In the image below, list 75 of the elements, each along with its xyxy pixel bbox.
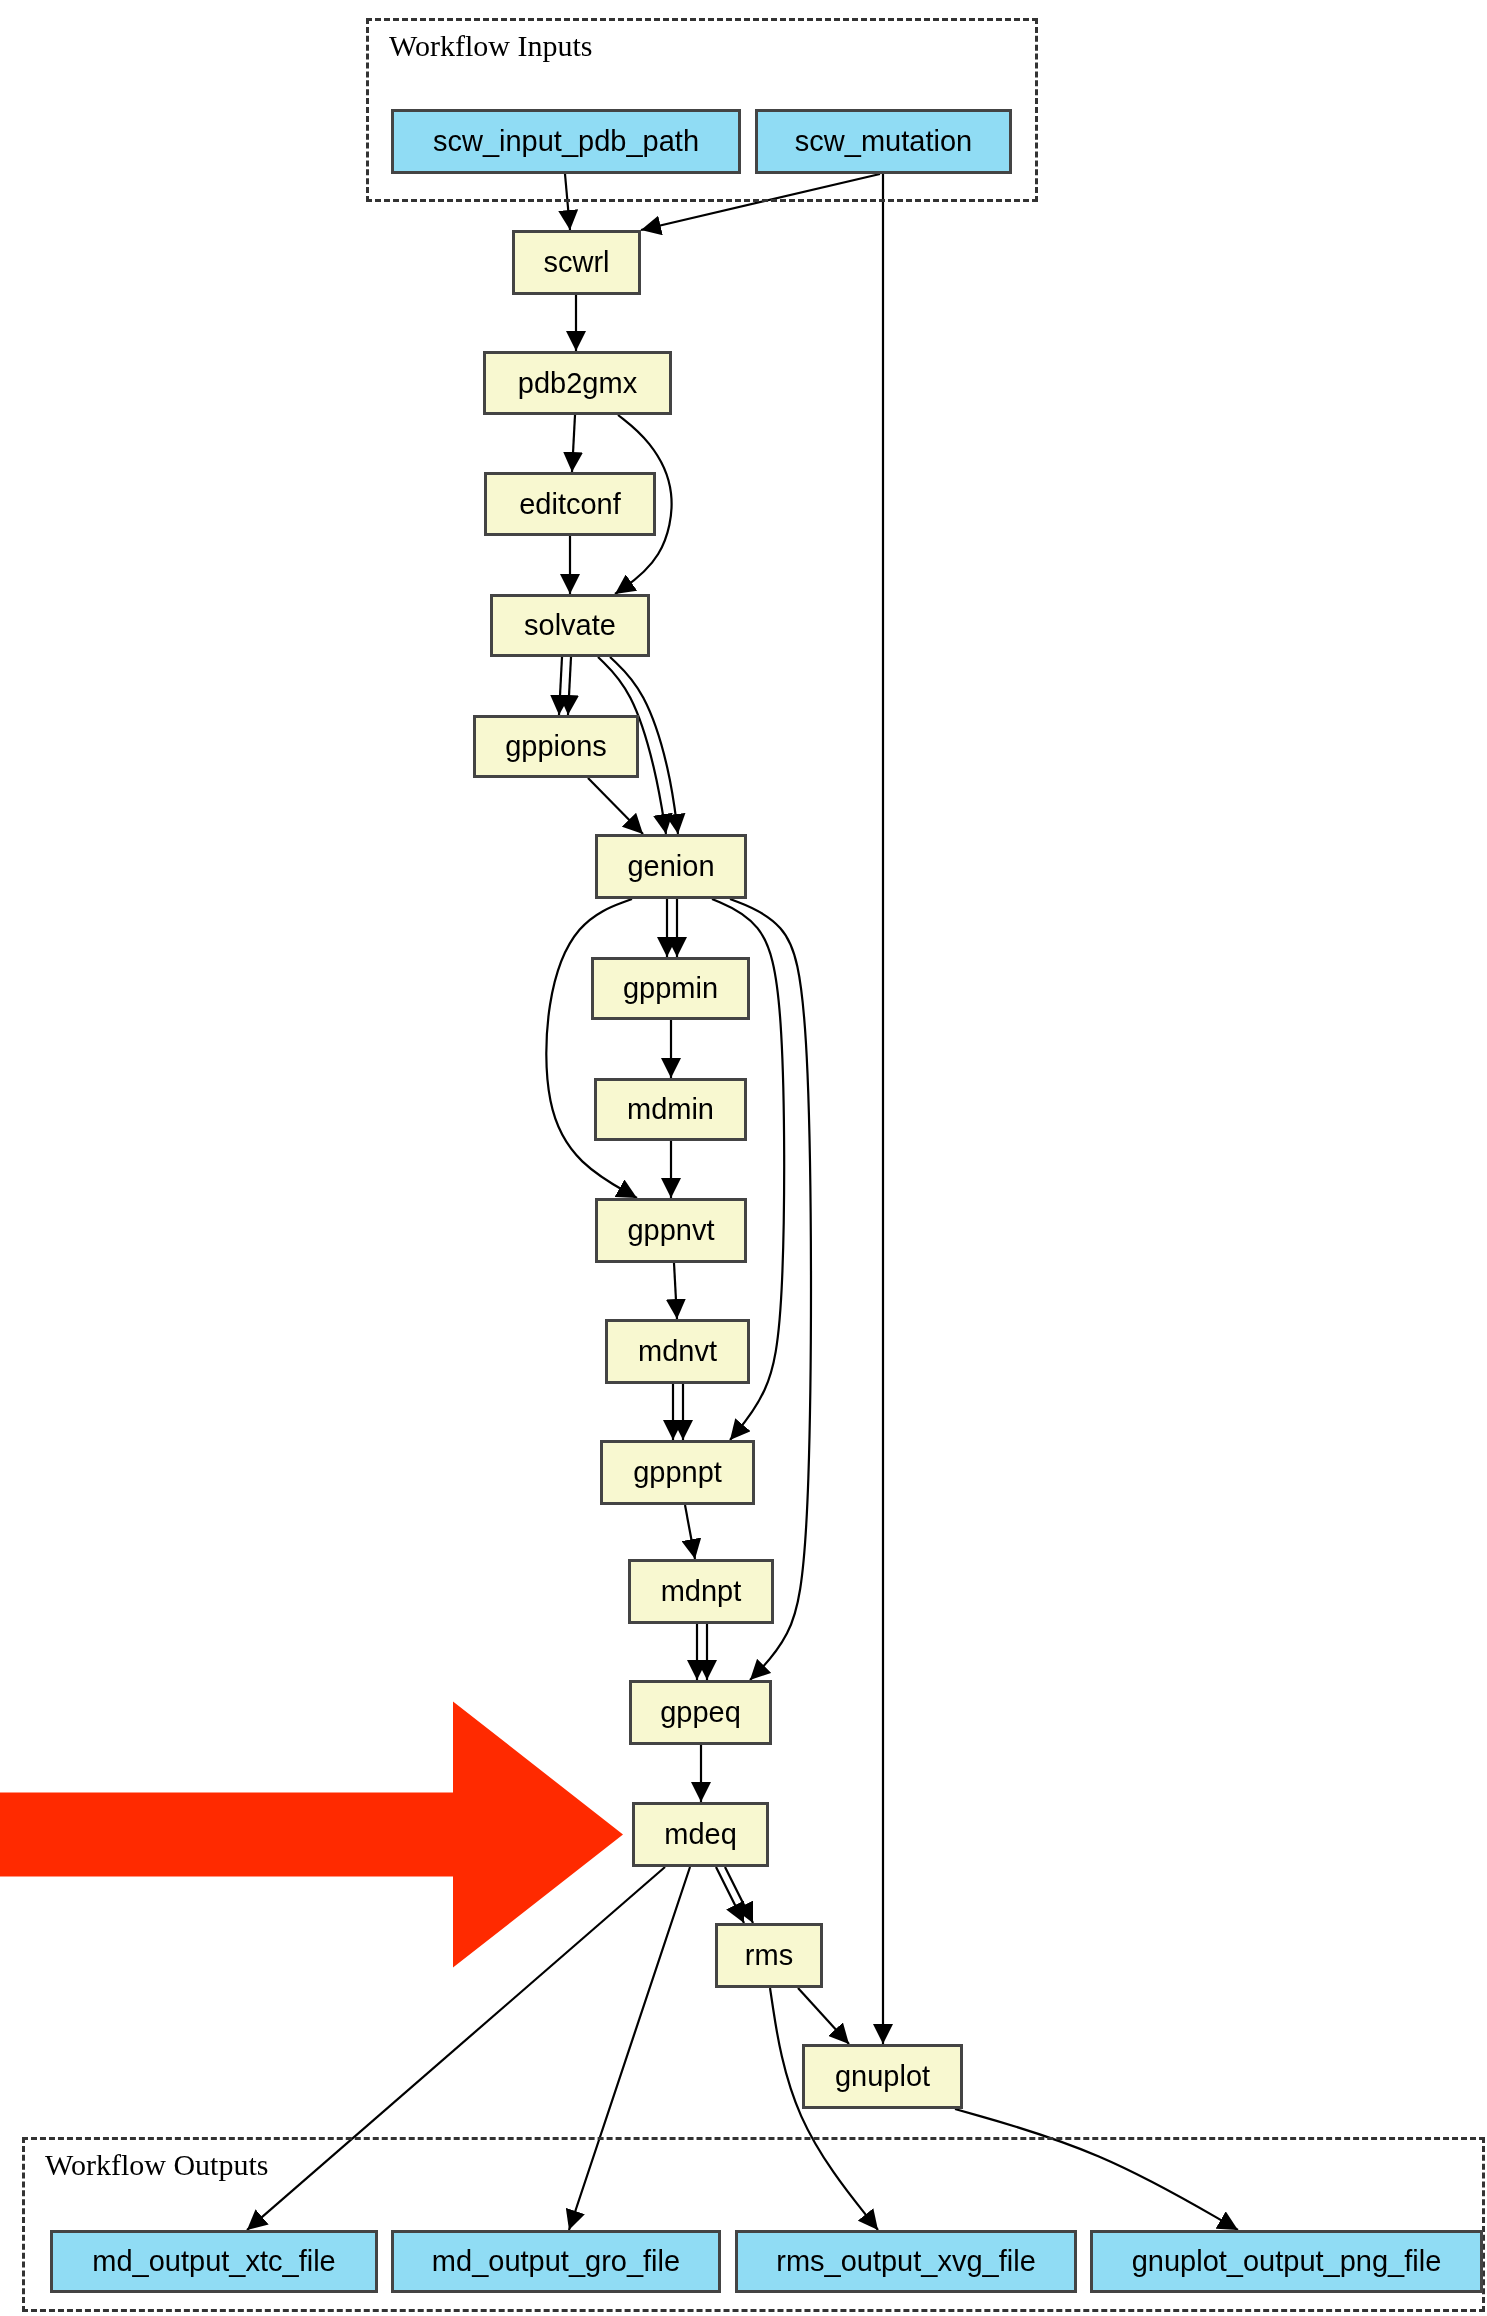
process-box (595, 834, 747, 899)
process-box (600, 1440, 755, 1505)
process-box (591, 957, 750, 1020)
arrow (691, 1745, 711, 1802)
node-label: md_output_xtc_file (92, 2245, 336, 2278)
process-box (605, 1319, 750, 1384)
node-label: scwrl (543, 246, 610, 279)
arrow (640, 172, 881, 236)
arrow (566, 295, 586, 351)
node-label: scw_mutation (794, 125, 973, 158)
data-port-box (755, 109, 1012, 174)
arrow (661, 1141, 681, 1198)
node-label: gppmin (622, 972, 719, 1005)
process-box (632, 1802, 769, 1867)
node-label: mdnvt (638, 1335, 717, 1368)
arrow (954, 2107, 1239, 2231)
node-label: genion (627, 850, 715, 883)
data-port-box (1090, 2230, 1483, 2293)
node-label: md_output_gro_file (431, 2245, 681, 2278)
process-box (512, 230, 641, 295)
process-box (715, 1923, 823, 1988)
arrow (587, 777, 644, 835)
node-label: pdb2gmx (517, 366, 638, 400)
node-label: rms (744, 1939, 794, 1972)
arrow (246, 1866, 666, 2231)
arrow (609, 656, 686, 835)
node-label: gppnpt (633, 1456, 722, 1489)
node-label: mdnpt (660, 1575, 742, 1608)
node-label: mdmin (627, 1093, 714, 1126)
arrow (681, 1504, 702, 1560)
arrow (797, 1987, 850, 2045)
arrow (560, 536, 580, 594)
node-label: gppions (505, 730, 607, 763)
arrow (715, 1866, 745, 1924)
data-port-box (735, 2230, 1077, 2293)
node-label: editconf (519, 487, 621, 521)
node-label: gnuplot_output_png_file (1131, 2245, 1442, 2278)
process-box (473, 715, 639, 778)
arrow (661, 1020, 681, 1078)
arrow (559, 656, 579, 716)
arrow (729, 897, 813, 1681)
arrow (545, 897, 638, 1199)
arrow (724, 1866, 754, 1924)
arrow (563, 414, 584, 473)
process-box (483, 351, 672, 415)
data-port-box (50, 2230, 378, 2293)
data-port-box (391, 109, 741, 174)
node-label: gppnvt (627, 1214, 715, 1247)
node-label: gnuplot (834, 2060, 931, 2093)
arrow (665, 1262, 686, 1320)
process-box (595, 1198, 747, 1263)
process-box (802, 2044, 963, 2109)
group-frame (366, 18, 1038, 202)
pointer-arrow (0, 1701, 623, 1968)
arrow (873, 174, 893, 2044)
arrow (614, 414, 673, 595)
arrow (558, 173, 579, 231)
arrow (565, 1866, 692, 2231)
node-label: rms_output_xvg_file (776, 2245, 1036, 2278)
node-label: gppeq (660, 1696, 741, 1729)
process-box (628, 1559, 774, 1624)
process-box (484, 472, 656, 536)
node-label: scw_input_pdb_path (432, 125, 699, 158)
process-box (629, 1680, 772, 1745)
group-title: Workflow Inputs (389, 29, 593, 63)
group-title: Workflow Outputs (45, 2148, 269, 2182)
arrow (597, 656, 673, 835)
data-port-box (391, 2230, 721, 2293)
group-frame (22, 2137, 1485, 2312)
arrow (768, 1987, 879, 2231)
process-box (490, 594, 650, 657)
arrow (711, 898, 786, 1441)
process-box (594, 1078, 747, 1141)
node-label: solvate (524, 609, 616, 642)
node-label: mdeq (664, 1818, 737, 1851)
